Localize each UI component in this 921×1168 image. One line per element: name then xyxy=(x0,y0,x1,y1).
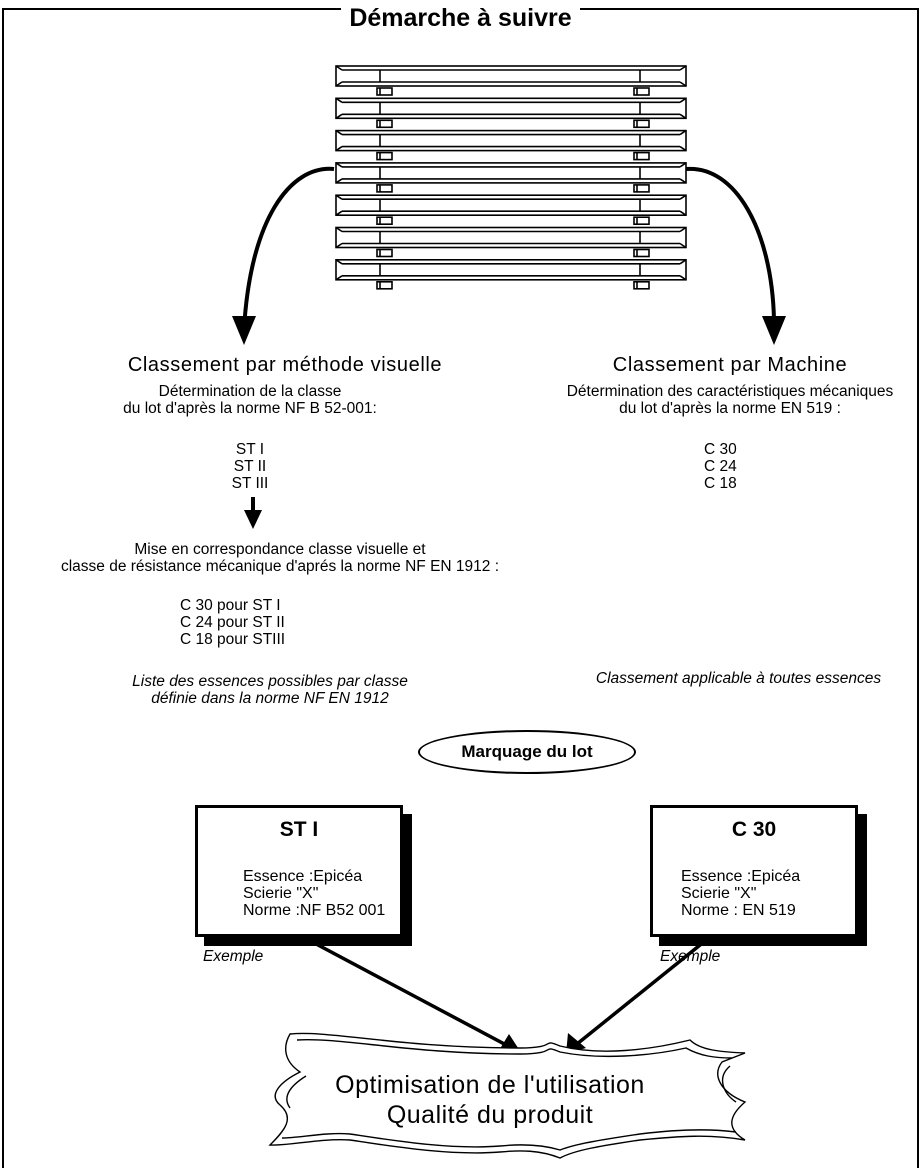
outcome-text: Optimisation de l'utilisation Qualité du… xyxy=(270,1070,710,1130)
visual-determination-line1: Détermination de la classe xyxy=(158,383,342,400)
spacer-block xyxy=(633,151,650,161)
timber-board xyxy=(335,97,687,120)
scroll-banner xyxy=(268,1032,747,1159)
outcome-line2: Qualité du produit xyxy=(386,1101,594,1129)
timber-board xyxy=(335,129,687,152)
spacer-block xyxy=(376,87,393,96)
label-machine-lines: Essence :Epicéa Scierie "X" Norme : EN 5… xyxy=(681,868,800,919)
timber-stack xyxy=(335,65,687,290)
page-title: Démarche à suivre xyxy=(0,4,921,33)
mapping-2: C 24 pour ST II xyxy=(180,614,285,631)
visual-grading-heading: Classement par méthode visuelle xyxy=(127,354,443,376)
marking-label: Marquage du lot xyxy=(461,742,593,761)
label-visual-title: ST I xyxy=(279,818,319,841)
correspondence-line2: classe de résistance mécanique d'aprés l… xyxy=(60,558,500,575)
spacer-block xyxy=(633,248,650,258)
correspondence-line1: Mise en correspondance classe visuelle e… xyxy=(134,541,426,558)
spacer-block xyxy=(376,216,393,225)
label-visual-lines: Essence :Epicéa Scierie "X" Norme :NF B5… xyxy=(243,868,385,919)
spacer-block xyxy=(376,119,393,129)
machine-note: Classement applicable à toutes essences xyxy=(595,670,882,687)
arrowhead-visual xyxy=(232,316,256,345)
outcome-line1: Optimisation de l'utilisation xyxy=(335,1071,645,1099)
arrow-to-machine xyxy=(685,166,776,321)
spacer-block xyxy=(633,184,650,193)
label-machine-line-sawmill: Scierie "X" xyxy=(681,885,757,902)
label-machine-line-species: Essence :Epicéa xyxy=(681,868,801,885)
arrow-left-label-to-outcome xyxy=(302,935,511,1049)
machine-grading-heading: Classement par Machine xyxy=(612,354,848,376)
visual-note-line1: Liste des essences possibles par classe xyxy=(132,673,408,690)
machine-determination-line1: Détermination des caractéristiques mécan… xyxy=(566,383,894,400)
label-machine-caption: Exemple xyxy=(660,948,721,965)
arrowhead-machine xyxy=(762,316,786,345)
spacer-block xyxy=(376,184,393,193)
label-visual-line-species: Essence :Epicéa xyxy=(243,868,363,885)
visual-class-2: ST II xyxy=(233,458,267,475)
label-visual-line-sawmill: Scierie "X" xyxy=(243,885,319,902)
arrow-right-label-to-outcome xyxy=(575,935,712,1046)
timber-board xyxy=(335,226,687,249)
spacer-block xyxy=(376,248,393,258)
timber-board xyxy=(335,162,687,184)
arrowhead-down-visual xyxy=(244,510,262,529)
visual-class-3: ST III xyxy=(231,475,269,492)
machine-class-3: C 18 xyxy=(704,475,737,492)
arrow-to-visual xyxy=(242,166,335,331)
visual-determination-line2: du lot d'après la norme NF B 52-001: xyxy=(123,400,377,417)
marking-ellipse: Marquage du lot xyxy=(418,730,636,774)
spacer-block xyxy=(376,151,393,161)
timber-board xyxy=(335,194,687,216)
machine-class-2: C 24 xyxy=(704,458,737,475)
label-machine-example: C 30 Essence :Epicéa Scierie "X" Norme :… xyxy=(650,805,858,937)
label-machine-title: C 30 xyxy=(731,818,777,841)
label-machine-line-standard: Norme : EN 519 xyxy=(681,902,796,919)
visual-class-1: ST I xyxy=(235,441,265,458)
label-visual-line-standard: Norme :NF B52 001 xyxy=(243,902,386,919)
spacer-block xyxy=(633,280,650,290)
timber-board xyxy=(335,258,687,281)
label-visual-caption: Exemple xyxy=(203,948,264,965)
spacer-block xyxy=(633,87,650,96)
timber-board xyxy=(335,65,687,87)
label-visual-example: ST I Essence :Epicéa Scierie "X" Norme :… xyxy=(195,805,403,937)
spacer-block xyxy=(633,119,650,129)
visual-note-line2: définie dans la norme NF EN 1912 xyxy=(151,690,389,707)
mapping-1: C 30 pour ST I xyxy=(180,597,281,614)
spacer-block xyxy=(376,280,393,290)
machine-determination-line2: du lot d'après la norme EN 519 : xyxy=(619,400,841,417)
spacer-block xyxy=(633,216,650,225)
mapping-3: C 18 pour STIII xyxy=(180,631,286,648)
machine-class-1: C 30 xyxy=(704,441,737,458)
